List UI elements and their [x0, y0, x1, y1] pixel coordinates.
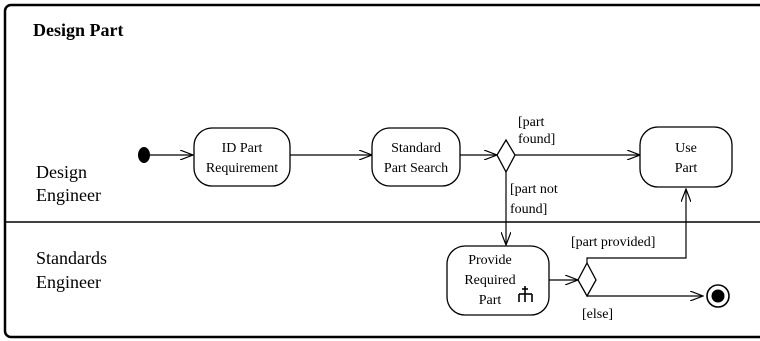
- action-label-line2: Part: [675, 161, 698, 176]
- action-id-part-requirement: ID Part Requirement: [193, 127, 291, 187]
- lane-label-line1: Standards: [36, 248, 107, 268]
- guard-part-provided: [part provided]: [571, 235, 655, 250]
- action-label-line1: Provide: [468, 253, 512, 268]
- action-label-line3: Part: [479, 293, 502, 308]
- guard-part-found-line1: [part: [518, 115, 545, 130]
- action-standard-part-search: Standard Part Search: [371, 127, 461, 187]
- action-label-line2: Requirement: [206, 161, 278, 176]
- diagram-frame: [3, 3, 760, 339]
- action-use-part: Use Part: [639, 126, 733, 188]
- guard-else: [else]: [582, 307, 613, 322]
- lane-label-line1: Design: [36, 162, 87, 182]
- guard-part-found-line2: found]: [518, 132, 555, 147]
- lane-label-line2: Engineer: [36, 272, 101, 292]
- guard-part-not-found-line2: found]: [510, 202, 547, 217]
- action-label-line2: Part Search: [384, 161, 448, 176]
- action-provide-required-part: Provide Required Part: [446, 245, 550, 316]
- decision-node-part-provided: [577, 261, 597, 298]
- decision-node-part-found: [496, 138, 516, 174]
- rake-icon: [518, 286, 533, 302]
- flow-part-provided-to-use: [586, 189, 686, 263]
- action-label-line1: Standard: [391, 141, 441, 156]
- diagram-title: Design Part: [33, 20, 123, 40]
- final-node: [706, 284, 730, 308]
- action-label-line2: Required: [464, 273, 515, 288]
- lane-standards-engineer: Standards Engineer: [36, 248, 107, 292]
- action-label-line1: Use: [675, 141, 697, 156]
- action-label-line1: ID Part: [222, 141, 263, 156]
- lane-label-line2: Engineer: [36, 185, 101, 205]
- initial-node: [138, 147, 150, 163]
- guard-part-not-found-line1: [part not: [510, 182, 558, 197]
- lane-design-engineer: Design Engineer: [36, 162, 101, 205]
